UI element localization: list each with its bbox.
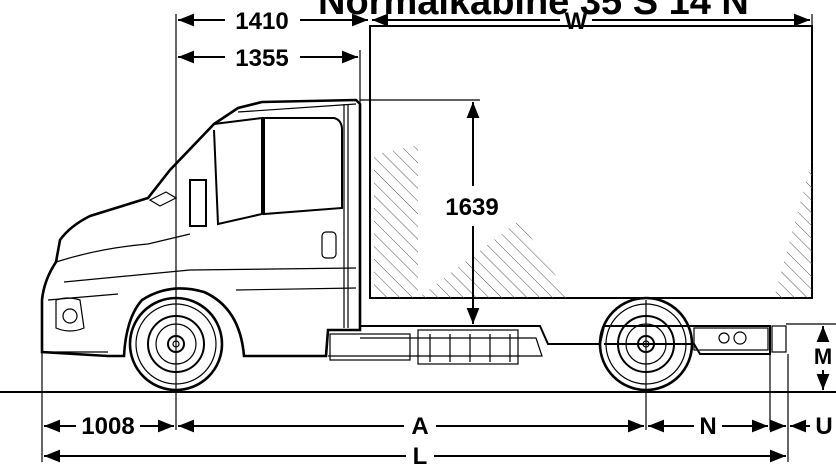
dimension-a: A (178, 413, 644, 440)
dimension-m: M (814, 326, 832, 390)
dimension-1355: 1355 (178, 45, 358, 72)
dimension-n: N (648, 413, 768, 440)
dimension-1639: 1639 (445, 102, 499, 324)
dimension-a-label: A (411, 413, 428, 440)
dimension-1355-label: 1355 (235, 45, 288, 72)
dimension-u: U (770, 413, 833, 440)
extension-lines (41, 14, 836, 462)
dimension-l-label: L (413, 443, 428, 468)
dimension-w: W (372, 8, 810, 35)
dimension-1008: 1008 (44, 413, 174, 440)
dimension-l: L (44, 443, 786, 470)
cab-body (40, 98, 362, 358)
dimension-m-label: M (814, 344, 832, 369)
dimension-w-label: W (565, 8, 588, 35)
dimension-n-label: N (699, 413, 716, 440)
drawing-title: Normalkabine 35 S 14 N (318, 0, 749, 23)
cargo-box (369, 25, 813, 299)
dimension-1410-label: 1410 (235, 8, 288, 35)
dimension-1008-label: 1008 (81, 413, 134, 440)
dimension-1410: 1410 (178, 8, 368, 35)
dimension-u-label: U (815, 413, 832, 440)
chassis-frame (328, 325, 787, 365)
dimension-1639-label: 1639 (445, 194, 498, 221)
